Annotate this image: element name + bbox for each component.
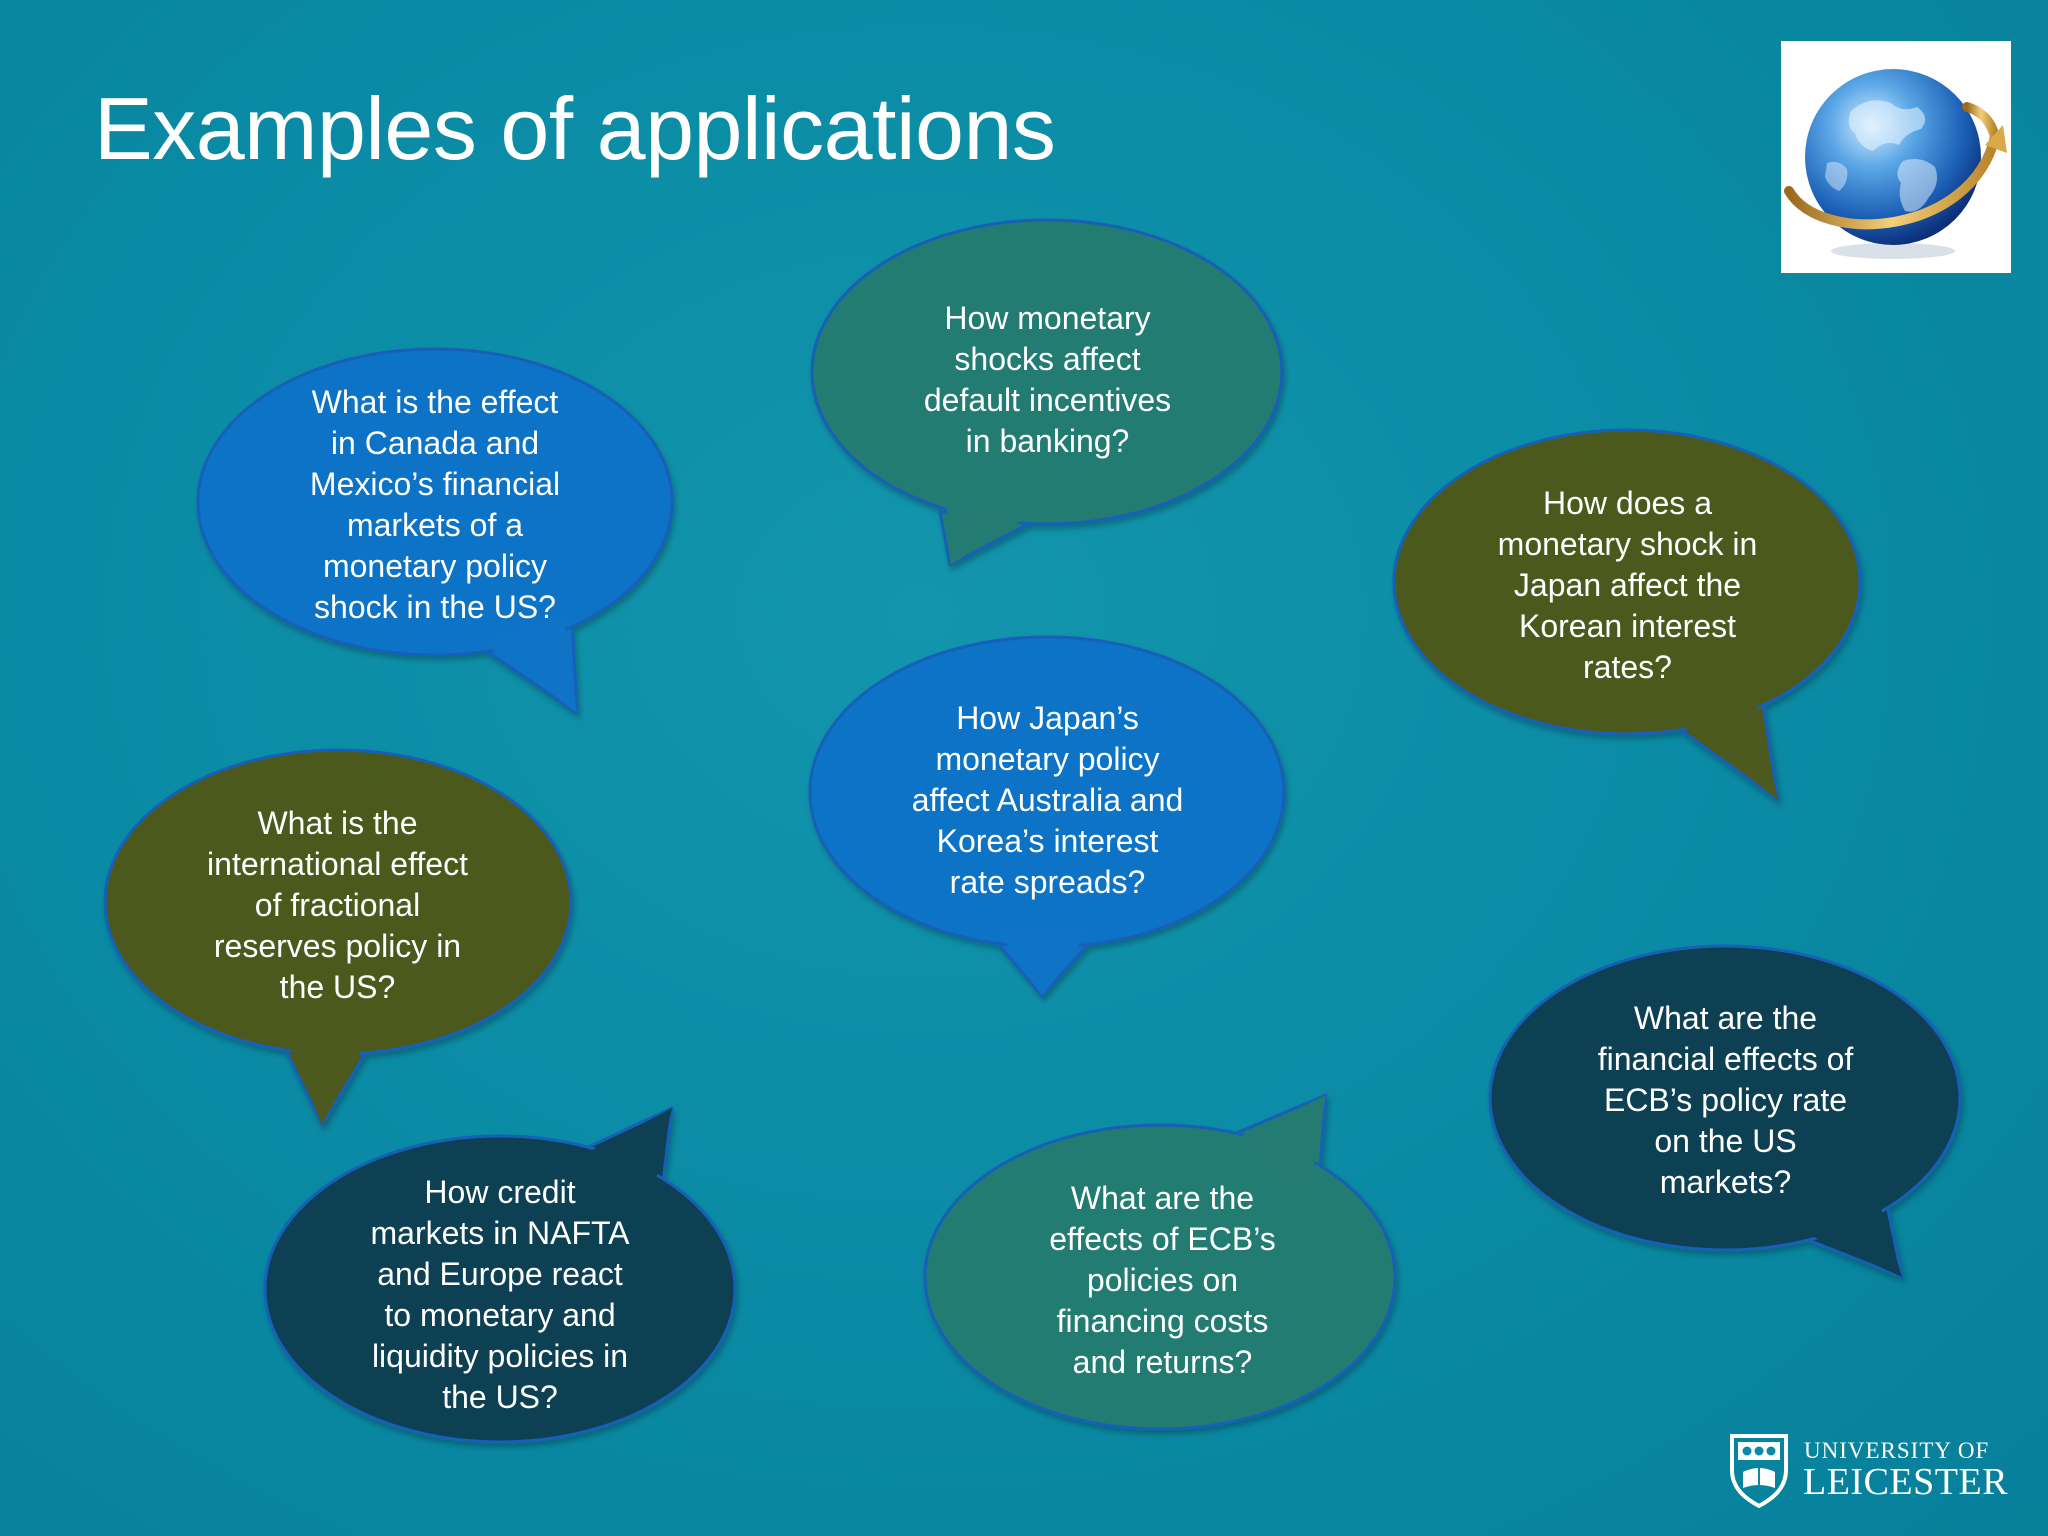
speech-bubble-seam-6	[573, 1108, 672, 1196]
speech-bubble-tail-join-1	[484, 612, 577, 713]
speech-bubble-tail-join-4	[285, 1033, 370, 1125]
speech-bubble-seam-3	[998, 931, 1090, 996]
slide-title: Examples of applications	[94, 79, 1056, 178]
speech-bubble-tail-join-2	[1674, 691, 1778, 800]
speech-bubble-tail-join-5	[1793, 1190, 1902, 1277]
bubble-text-7: What are the effects of ECB’s policies o…	[1049, 1179, 1276, 1380]
speech-bubble-tail-join-0	[946, 503, 1041, 565]
bubble-text-3: How Japan’s monetary policy affect Austr…	[911, 699, 1184, 900]
university-logo: UNIVERSITY OF LEICESTER	[1728, 1432, 2009, 1510]
speech-bubble-seam-5	[1793, 1190, 1902, 1277]
speech-bubble-body-5	[1488, 944, 1962, 1252]
speech-bubble-body-0	[810, 218, 1284, 526]
logo-text-line1: UNIVERSITY OF	[1804, 1438, 1990, 1463]
globe-image	[1781, 41, 2011, 273]
speech-bubble-seam-1	[484, 612, 577, 713]
speech-bubble-body-6	[263, 1134, 737, 1444]
speech-bubble-body-1	[196, 347, 674, 657]
bubble-text-0: How monetary shocks affect default incen…	[923, 300, 1172, 459]
speech-bubble-tail-join-6	[573, 1108, 672, 1196]
bubble-text-4: What is the international effect of frac…	[207, 804, 468, 1005]
speech-bubble-seam-2	[1674, 691, 1778, 800]
speech-bubble-seam-4	[285, 1033, 370, 1125]
logo-text-line2: LEICESTER	[1803, 1461, 2009, 1503]
speech-bubble-body-7	[923, 1123, 1397, 1431]
speech-bubble-tail-join-7	[1216, 1095, 1326, 1196]
bubble-text-5: What are the financial effects of ECB’s …	[1597, 999, 1854, 1200]
speech-bubble-seam-0	[946, 503, 1041, 565]
speech-bubble-body-2	[1392, 428, 1862, 736]
bubble-text-1: What is the effect in Canada and Mexico’…	[309, 384, 561, 625]
speech-bubble-tail-join-3	[998, 931, 1090, 996]
bubble-text-2: How does a monetary shock in Japan affec…	[1497, 484, 1758, 685]
globe-icon	[1784, 69, 2007, 259]
speech-bubble-seam-7	[1216, 1095, 1326, 1196]
bubble-text-6: How credit markets in NAFTA and Europe r…	[370, 1174, 630, 1415]
university-crest-icon	[1730, 1434, 1788, 1508]
